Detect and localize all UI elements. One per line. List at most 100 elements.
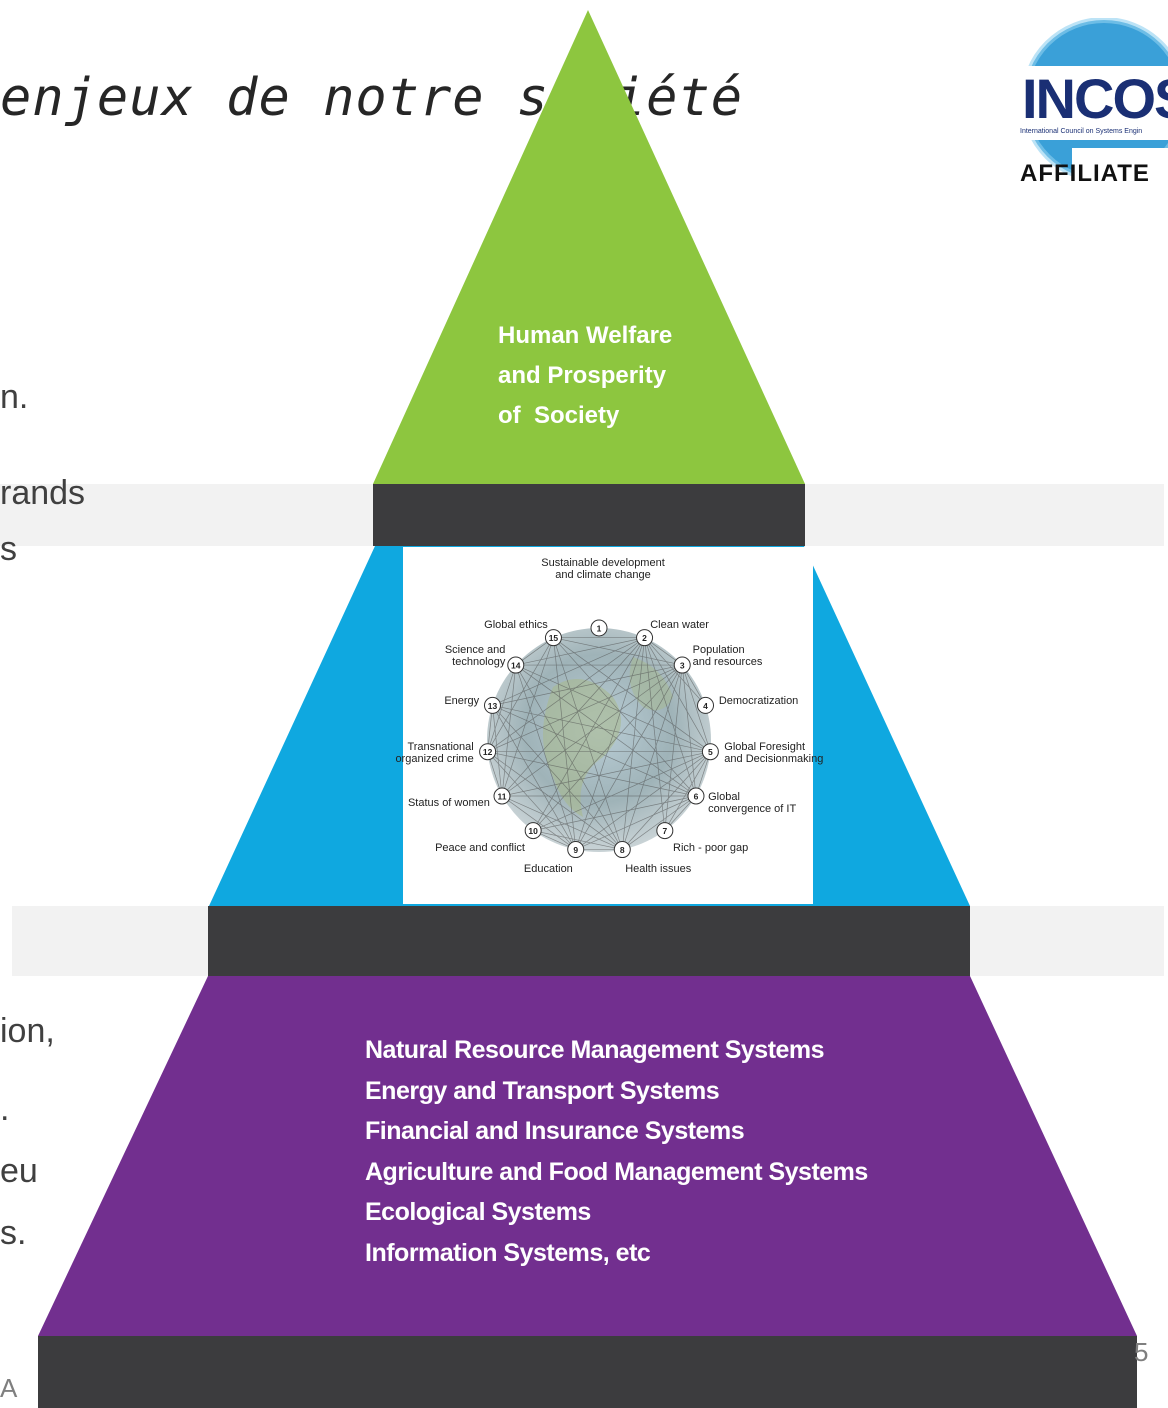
- challenge-label: Clean water: [650, 618, 709, 631]
- challenge-number: 11: [498, 792, 507, 802]
- network-link: [487, 637, 554, 752]
- challenge-number: 6: [694, 792, 699, 802]
- challenge-number: 12: [483, 747, 493, 757]
- pyramid-top-tier: [373, 10, 805, 484]
- network-link: [533, 751, 711, 831]
- challenge-number: 14: [511, 661, 521, 671]
- body-fragment: rands: [0, 474, 86, 512]
- logo-subtitle: International Council on Systems Engin: [1020, 128, 1143, 135]
- challenge-node: [493, 787, 511, 805]
- challenge-header: Sustainable development and climate chan…: [533, 557, 673, 581]
- network-link: [644, 637, 697, 797]
- network-link: [492, 705, 577, 850]
- challenge-header-line: Sustainable development: [541, 557, 665, 569]
- network-link: [622, 751, 711, 850]
- challenge-node: [567, 841, 585, 859]
- challenge-label: Education: [523, 863, 573, 876]
- network-link: [644, 637, 666, 831]
- network-link: [492, 637, 645, 706]
- pyramid-bar-3: [38, 1336, 1137, 1408]
- network-link: [501, 637, 554, 797]
- top-tier-line: and Prosperity: [498, 362, 667, 389]
- network-link: [492, 664, 683, 706]
- challenge-node: [697, 696, 715, 714]
- network-link: [644, 637, 706, 706]
- incose-logo: [1012, 17, 1168, 218]
- network-link: [492, 705, 503, 797]
- network-link: [681, 665, 697, 797]
- challenge-label: Transnational organized crime: [395, 741, 474, 766]
- network-link: [575, 664, 683, 850]
- challenge-number: 7: [662, 826, 667, 836]
- challenge-label: Status of women: [407, 797, 490, 809]
- network-link: [533, 830, 623, 850]
- network-link: [553, 637, 711, 752]
- challenge-label: Global Foresight and Decisionmaking: [724, 741, 824, 766]
- challenge-node: [544, 629, 562, 647]
- top-tier-label: Human Welfare and Prosperity of Society: [498, 316, 672, 436]
- page-number: 5: [1134, 1337, 1149, 1367]
- system-item: Energy and Transport Systems: [365, 1076, 720, 1105]
- bottom-tier-label: Natural Resource Management Systems Ener…: [365, 1030, 868, 1273]
- challenge-label: Health issues: [625, 863, 692, 876]
- top-tier-line: of Society: [498, 402, 620, 429]
- body-fragment: s: [0, 530, 17, 568]
- network-link: [487, 751, 697, 797]
- network-link: [553, 637, 623, 850]
- system-item: Information Systems, etc: [365, 1238, 651, 1267]
- network-link: [621, 664, 683, 850]
- network-link: [644, 637, 711, 752]
- challenge-node: [507, 656, 525, 674]
- network-link: [492, 705, 623, 850]
- body-fragment: ion,: [0, 1012, 55, 1050]
- challenge-label: Energy: [444, 695, 480, 708]
- network-link: [487, 664, 517, 752]
- challenge-node: [656, 822, 674, 840]
- body-fragment: eu: [0, 1152, 38, 1190]
- challenge-label: Rich - poor gap: [673, 841, 749, 854]
- challenge-node: [613, 841, 631, 859]
- challenge-node: [590, 619, 608, 637]
- network-link: [621, 637, 645, 850]
- pyramid-bar-1: [373, 484, 805, 546]
- challenge-number: 4: [703, 701, 708, 711]
- challenge-label: Democratization: [718, 695, 799, 708]
- network-link: [515, 664, 697, 797]
- challenge-number: 13: [488, 701, 498, 711]
- network-link: [575, 751, 711, 850]
- logo-affiliate: AFFILIATE: [1020, 160, 1150, 187]
- challenge-node: [701, 743, 719, 761]
- network-link: [501, 751, 711, 797]
- footer-fragment: A: [0, 1373, 18, 1403]
- network-link: [515, 664, 577, 850]
- challenge-node: [479, 743, 497, 761]
- challenge-number: 2: [642, 633, 647, 643]
- challenge-node: [687, 787, 705, 805]
- network-link: [515, 664, 711, 753]
- challenge-label: Peace and conflict: [435, 841, 525, 854]
- network-link: [575, 637, 645, 850]
- pyramid-bar-2: [208, 906, 970, 976]
- network-link: [515, 637, 645, 666]
- challenge-node: [483, 696, 501, 714]
- challenge-number: 10: [528, 826, 538, 836]
- challenge-number: 3: [680, 661, 685, 671]
- challenge-label: Population and resources: [692, 643, 763, 668]
- system-item: Agriculture and Food Management Systems: [365, 1157, 868, 1186]
- challenge-number: 15: [549, 633, 559, 643]
- challenge-node: [673, 656, 691, 674]
- network-link: [501, 795, 576, 850]
- challenge-number: 9: [573, 845, 578, 855]
- challenge-node: [636, 629, 654, 647]
- body-fragment: .: [0, 1090, 10, 1128]
- network-link: [664, 665, 683, 831]
- network-link: [575, 795, 697, 850]
- globe-logo-icon: [1012, 17, 1168, 218]
- network-link: [487, 664, 683, 753]
- system-item: Natural Resource Management Systems: [365, 1036, 825, 1064]
- network-link: [487, 751, 576, 850]
- challenge-label: Science and technology: [444, 643, 506, 668]
- challenge-label: Global convergence of IT: [708, 791, 797, 815]
- network-link: [501, 795, 623, 850]
